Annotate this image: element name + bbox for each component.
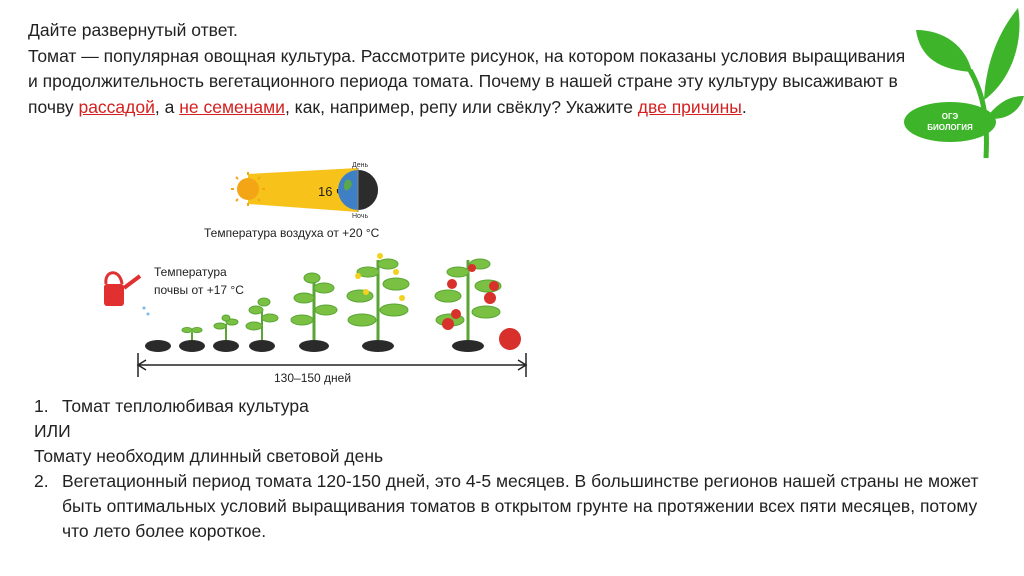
question-block: Дайте развернутый ответ. Томат — популяр…: [28, 18, 908, 120]
answer-2-text: Вегетационный период томата 120-150 дней…: [62, 471, 979, 541]
answer-1-text: Томат теплолюбивая культура: [62, 396, 309, 416]
day-length-label: 16 ч: [318, 184, 343, 199]
answer-2-number: 2.: [34, 471, 49, 491]
logo-line2: БИОЛОГИЯ: [927, 123, 973, 132]
answer-1-alternative: Томату необходим длинный световой день: [34, 446, 384, 466]
highlight-seedlings: рассадой: [78, 96, 155, 117]
answer-2: 2. Вегетационный период томата 120-150 д…: [34, 469, 994, 544]
daylight-band: [248, 168, 358, 212]
question-text: Томат — популярная овощная культура. Рас…: [28, 44, 908, 121]
answer-1: 1. Томат теплолюбивая культура: [34, 394, 994, 419]
sprout-icon: ОГЭ БИОЛОГИЯ: [904, 8, 1024, 159]
answer-block: 1. Томат теплолюбивая культура ИЛИ Томату…: [34, 394, 994, 544]
answer-1-number: 1.: [34, 396, 49, 416]
plant-stages: [181, 258, 502, 340]
soil-temperature-line1: Температура: [154, 265, 227, 279]
period-label: 130–150 дней: [274, 371, 351, 385]
watering-can-icon: [104, 271, 150, 316]
question-text-part1: Томат — популярная овощная культура. Рас…: [28, 45, 906, 117]
air-temperature-label: Температура воздуха от +20 °С: [204, 226, 380, 240]
soil-mounds: [145, 340, 484, 352]
oge-biology-logo: ОГЭ БИОЛОГИЯ: [900, 0, 1024, 160]
tomato-growth-figure: 16 ч День Ночь Температура воздуха от +2…: [96, 160, 536, 392]
tomato-flowers: [355, 253, 405, 301]
question-heading: Дайте развернутый ответ.: [28, 20, 238, 40]
period-arrow: [136, 353, 528, 377]
question-text-part2: , а: [154, 96, 180, 117]
answer-or: ИЛИ: [34, 421, 71, 441]
question-text-part4: .: [741, 96, 747, 117]
soil-temperature-line2: почвы от +17 °С: [154, 283, 244, 297]
logo-line1: ОГЭ: [942, 112, 959, 121]
tomato-fruits: [442, 264, 521, 350]
night-label: Ночь: [352, 213, 368, 220]
highlight-not-seeds: не семенами: [179, 96, 285, 117]
sun-icon: [231, 172, 265, 206]
question-text-part3: , как, например, репу или свёклу? Укажит…: [284, 96, 638, 117]
day-label: День: [352, 162, 368, 169]
earth-icon: [338, 168, 378, 212]
highlight-two-reasons: две причины: [637, 96, 742, 117]
